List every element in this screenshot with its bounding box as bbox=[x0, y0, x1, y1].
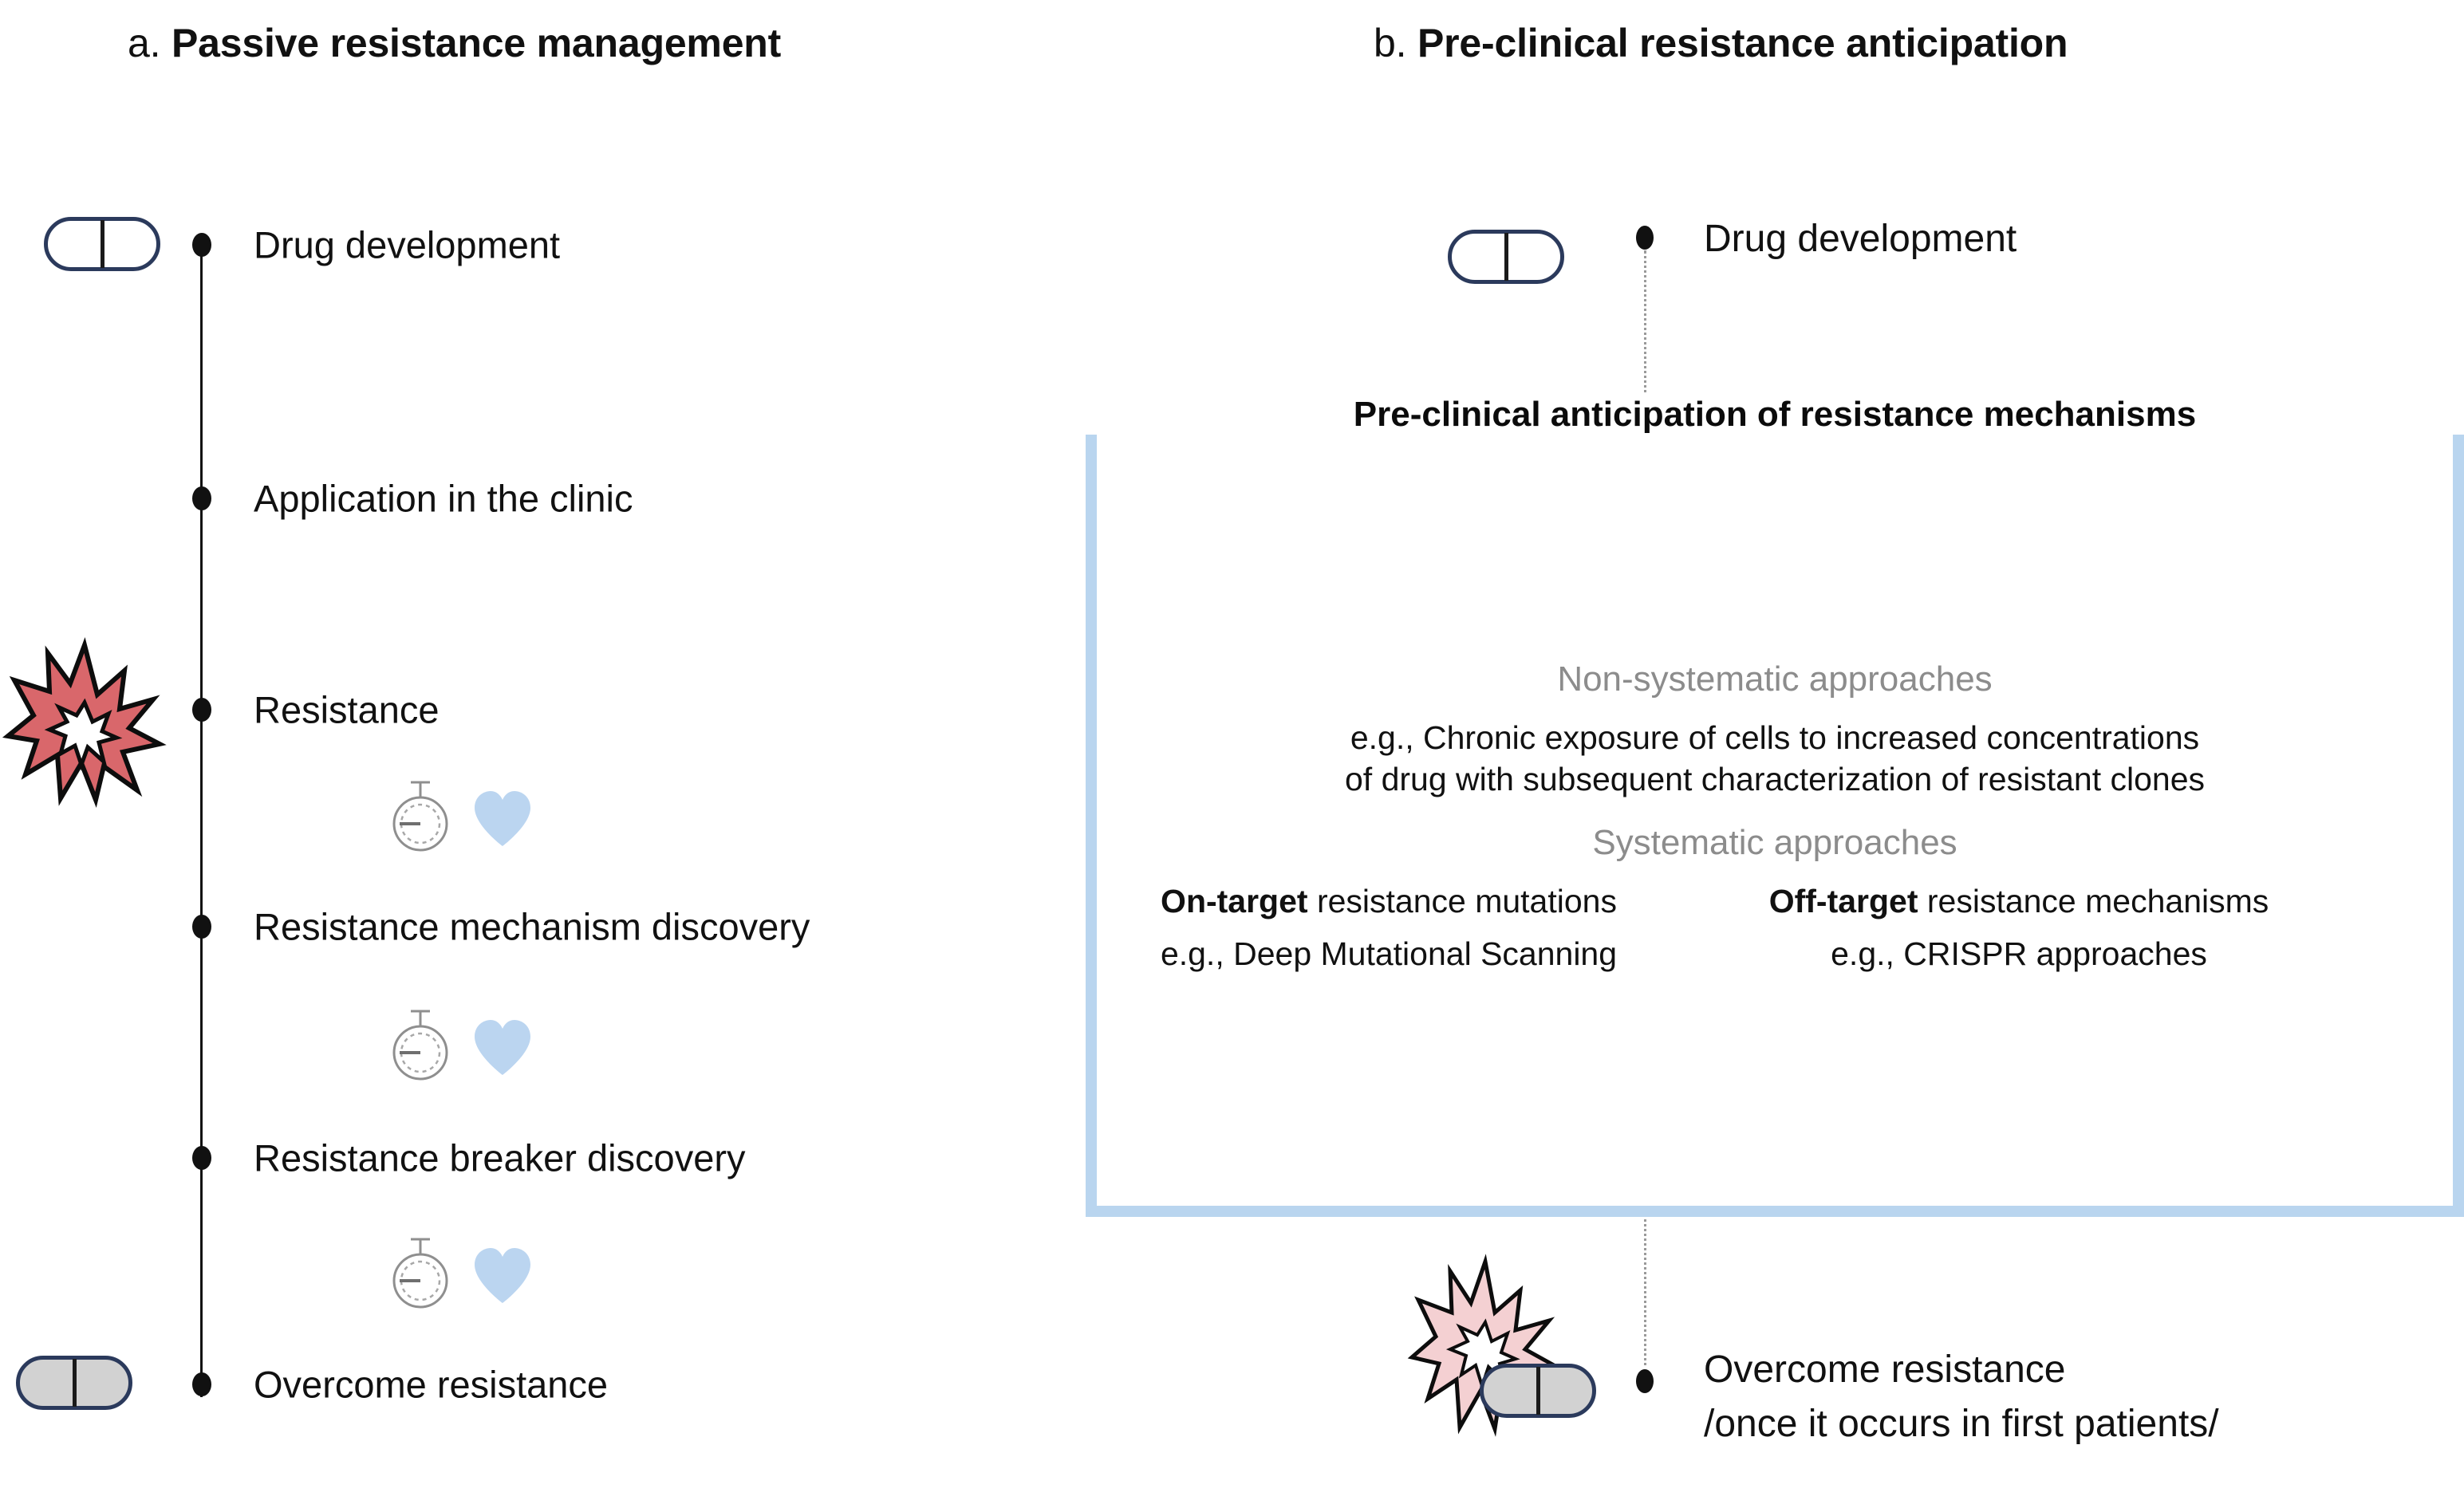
outcome-line1: Overcome resistance bbox=[1704, 1348, 2066, 1391]
timeline-dot-overcome-resistance bbox=[192, 1372, 211, 1396]
timeline-label-overcome-resistance: Overcome resistance bbox=[254, 1363, 609, 1406]
timeline-label-drug-development: Drug development bbox=[254, 223, 561, 266]
pill-divider bbox=[1536, 1367, 1540, 1415]
systematic-column-on-target: On-target resistance mutations e.g., Dee… bbox=[1110, 875, 1668, 981]
panel-b-prefix: b. bbox=[1374, 21, 1407, 65]
dotted-connector-top bbox=[1644, 250, 1646, 418]
panel-b-title-text: Pre-clinical resistance anticipation bbox=[1417, 21, 2068, 65]
pill-outline-icon bbox=[1448, 230, 1564, 284]
right-dot-drug-development bbox=[1636, 226, 1654, 250]
on-target-example: e.g., Deep Mutational Scanning bbox=[1160, 935, 1618, 973]
non-systematic-body: e.g., Chronic exposure of cells to incre… bbox=[1086, 717, 2464, 801]
panel-a-prefix: a. bbox=[128, 21, 161, 65]
timeline-dot-mechanism-discovery bbox=[192, 915, 211, 939]
pill-outline-icon bbox=[44, 217, 160, 271]
right-label-drug-development: Drug development bbox=[1704, 218, 2017, 260]
systematic-column-off-target: Off-target resistance mechanisms e.g., C… bbox=[1716, 875, 2322, 981]
on-target-bold: On-target bbox=[1161, 883, 1308, 919]
preclinical-bracket-box: Pre-clinical anticipation of resistance … bbox=[1086, 395, 2464, 1217]
timeline-label-breaker-discovery: Resistance breaker discovery bbox=[254, 1136, 746, 1179]
timeline-label-application-clinic: Application in the clinic bbox=[254, 477, 633, 520]
systematic-heading: Systematic approaches bbox=[1592, 823, 1957, 862]
red-burst-icon bbox=[2, 637, 167, 809]
pill-divider bbox=[1504, 233, 1508, 281]
bracket-left-edge bbox=[1086, 420, 1097, 1217]
on-target-title-line: On-target resistance mutations bbox=[1110, 875, 1668, 927]
timeline-dot-application-clinic bbox=[192, 486, 211, 510]
off-target-bold: Off-target bbox=[1768, 883, 1918, 919]
panel-a-title: a. Passive resistance management bbox=[128, 20, 781, 66]
off-target-title-line: Off-target resistance mechanisms bbox=[1716, 875, 2322, 927]
heart-icon bbox=[473, 790, 532, 848]
right-label-overcome-resistance: Overcome resistance /once it occurs in f… bbox=[1704, 1343, 2219, 1451]
heart-icon bbox=[473, 1247, 532, 1305]
stopwatch-icon bbox=[387, 1234, 454, 1311]
timeline-dot-breaker-discovery bbox=[192, 1146, 211, 1170]
timeline-dot-resistance bbox=[192, 698, 211, 722]
stopwatch-icon bbox=[387, 1006, 454, 1083]
timeline-dot-drug-development bbox=[192, 233, 211, 257]
pill-divider bbox=[101, 220, 104, 268]
box-title: Pre-clinical anticipation of resistance … bbox=[1086, 395, 2464, 435]
heart-icon bbox=[473, 1019, 532, 1077]
non-systematic-heading: Non-systematic approaches bbox=[1557, 659, 1993, 699]
off-target-rest: resistance mechanisms bbox=[1918, 883, 2269, 919]
timeline-label-mechanism-discovery: Resistance mechanism discovery bbox=[254, 905, 810, 948]
off-target-example: e.g., CRISPR approaches bbox=[1831, 935, 2207, 973]
timeline-axis bbox=[200, 239, 203, 1397]
bracket-right-edge bbox=[2453, 420, 2464, 1217]
pill-divider bbox=[73, 1359, 77, 1407]
non-systematic-body-line2: of drug with subsequent characterization… bbox=[1345, 761, 2205, 798]
timeline-label-resistance: Resistance bbox=[254, 688, 440, 731]
dotted-connector-bottom bbox=[1644, 1214, 1646, 1365]
panel-b-title: b. Pre-clinical resistance anticipation bbox=[1374, 20, 2068, 66]
non-systematic-body-line1: e.g., Chronic exposure of cells to incre… bbox=[1350, 719, 2200, 756]
pill-filled-icon bbox=[16, 1356, 132, 1410]
stopwatch-icon bbox=[387, 778, 454, 854]
on-target-rest: resistance mutations bbox=[1307, 883, 1617, 919]
right-dot-overcome-resistance bbox=[1636, 1369, 1654, 1393]
outcome-line2: /once it occurs in first patients/ bbox=[1704, 1403, 2219, 1446]
bracket-bottom-edge bbox=[1086, 1206, 2464, 1217]
panel-a-title-text: Passive resistance management bbox=[171, 21, 782, 65]
pill-filled-icon bbox=[1480, 1364, 1596, 1418]
